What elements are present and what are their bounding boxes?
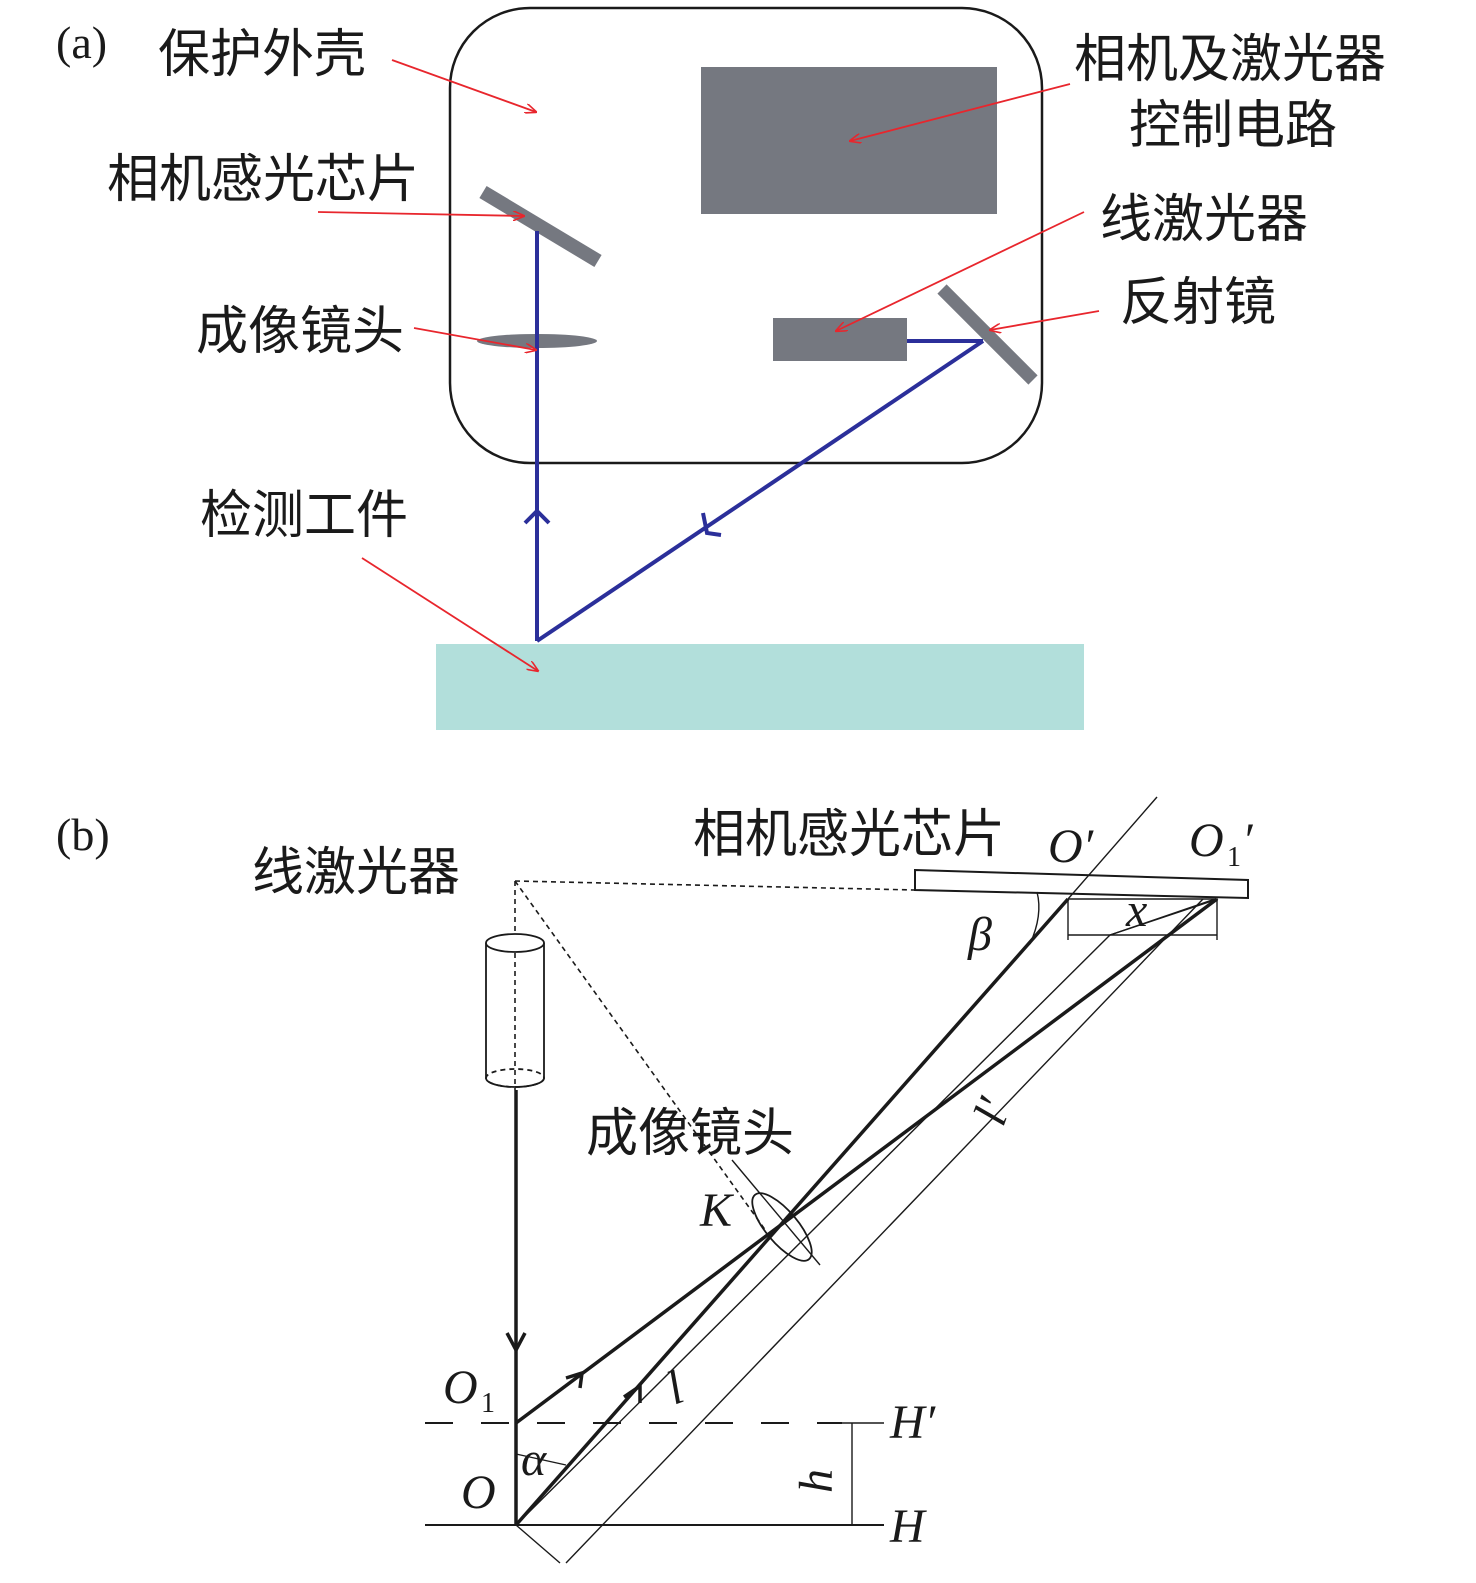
sensor-normal-line [1067,796,1158,900]
lens-axis-line [731,1159,821,1266]
symbol-l: l [660,1361,691,1415]
svg-text:O: O [1189,814,1224,867]
symbol-O: O [461,1466,496,1519]
construction-dashed-lines [514,880,916,1232]
auxiliary-thin-lines [515,796,1219,1564]
laser-beam-path [523,231,985,643]
ray-O-to-O-prime [514,897,1070,1527]
symbol-h: h [790,1469,843,1493]
line-laser-block [773,318,907,361]
label-pointer-arrows [317,59,1100,671]
ray-O-arrowhead [623,1382,642,1403]
symbol-alpha: α [521,1433,547,1486]
lens-pointer-arrow [413,327,536,350]
laser-pointer-arrow [836,211,1085,331]
label-line-laser: 线激光器 [1100,190,1308,250]
protective-shell [448,6,1044,465]
panel-a-tag: (a) [56,17,107,68]
symbol-H-prime: H′ [889,1396,937,1449]
symbol-O-prime: O′ [1048,820,1095,873]
ray-O1-to-O1-prime [514,897,1219,1425]
svg-text:1: 1 [1227,842,1241,873]
symbol-K: K [699,1184,735,1237]
svg-text:O: O [443,1361,478,1414]
beam-down-arrowhead [701,512,722,537]
symbol-x: x [1125,884,1147,937]
label-imaging-lens: 成像镜头 [196,302,404,362]
label-sensor-chip-b: 相机感光芯片 [693,805,1005,865]
circuit-pointer-arrow [850,83,1071,141]
label-line-laser-b: 线激光器 [252,843,460,903]
symbol-O1: O 1 [443,1361,495,1419]
label-shell: 保护外壳 [158,25,366,85]
workpiece-block [436,644,1084,730]
svg-text:1: 1 [481,1388,495,1419]
alpha-arc-chord [515,1453,567,1466]
shell-pointer-arrow [391,59,536,112]
laser-down-arrowhead [505,1332,527,1354]
l-prime-dimension-line [565,898,1204,1564]
optical-rays [505,897,1219,1527]
mirror-plate [937,284,1038,385]
label-control-circuit-line1: 相机及激光器 [1074,30,1386,90]
symbol-beta: β [967,908,992,961]
symbol-O1-prime: O 1 ′ [1189,814,1254,873]
label-mirror: 反射镜 [1120,273,1276,333]
label-sensor-chip: 相机感光芯片 [107,150,419,210]
beam-up-arrowhead [523,508,551,525]
svg-text:′: ′ [1242,814,1254,867]
sensor-pointer-arrow [317,212,524,216]
workpiece-pointer-arrow [361,557,538,671]
symbol-H: H [889,1500,927,1553]
panel-a: (a) 保护外壳 相机及激光器 控制电路 相机感光芯片 [56,6,1386,730]
label-control-circuit-line2: 控制电路 [1129,96,1337,156]
label-workpiece: 检测工件 [200,486,408,546]
line-laser-cylinder [485,933,545,1088]
mirror-pointer-arrow [990,310,1100,330]
panel-b-tag: (b) [56,809,110,860]
ray-O1-arrowhead [565,1370,585,1389]
panel-b: (b) [56,796,1254,1564]
label-imaging-lens-b: 成像镜头 [586,1104,794,1164]
sensor-chip-plate [479,185,602,268]
control-circuit-block [701,67,997,214]
